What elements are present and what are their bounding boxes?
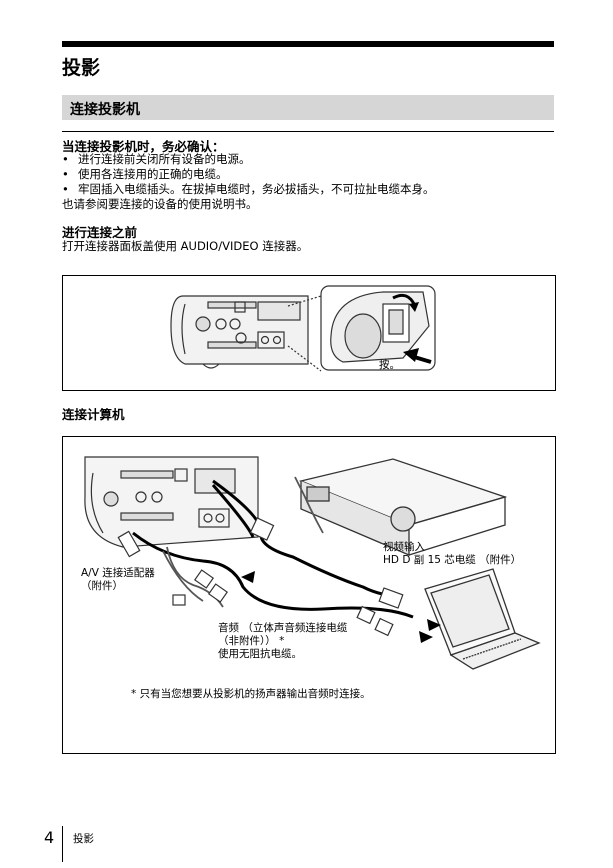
- panel-cover-figure: 按。: [62, 275, 556, 391]
- intro-heading: 当连接投影机时，务必确认：: [62, 139, 225, 154]
- section-title: 连接投影机: [70, 102, 140, 118]
- section-header: 连接投影机: [62, 95, 554, 120]
- audio-cable-label: 音频 （立体声音频连接电缆 （非附件）） * 使用无阻抗电缆。: [218, 622, 348, 660]
- video-cable-label: 视频输入 HD D 副 15 芯电缆 （附件）: [383, 541, 522, 566]
- divider: [62, 131, 554, 132]
- list-item: 进行连接前关闭所有设备的电源。: [62, 152, 435, 167]
- bullet-list: 进行连接前关闭所有设备的电源。 使用各连接用的正确的电缆。 牢固插入电缆插头。在…: [62, 152, 435, 197]
- before-heading: 进行连接之前: [62, 225, 138, 240]
- footnote: * 只有当您想要从投影机的扬声器输出音频时连接。: [131, 688, 371, 700]
- page-number: 4: [44, 828, 55, 847]
- computer-heading: 连接计算机: [62, 407, 125, 422]
- computer-connection-illustration: [84, 456, 541, 670]
- before-text: 打开连接器面板盖使用 AUDIO/VIDEO 连接器。: [62, 239, 309, 253]
- footer-divider: [62, 826, 63, 862]
- page-title: 投影: [62, 57, 101, 79]
- list-item: 牢固插入电缆插头。在拔掉电缆时，务必拔插头，不可拉扯电缆本身。: [62, 182, 435, 197]
- list-item: 使用各连接用的正确的电缆。: [62, 167, 435, 182]
- connector-panel-illustration: [170, 285, 436, 372]
- press-label: 按。: [379, 359, 400, 371]
- manual-note: 也请参阅要连接的设备的使用说明书。: [62, 197, 258, 211]
- footer-section-label: 投影: [73, 833, 94, 845]
- adapter-label: A/V 连接适配器 （附件）: [81, 567, 155, 592]
- header-rule: [62, 41, 554, 47]
- computer-connection-figure: A/V 连接适配器 （附件） 视频输入 HD D 副 15 芯电缆 （附件） 音…: [62, 436, 556, 754]
